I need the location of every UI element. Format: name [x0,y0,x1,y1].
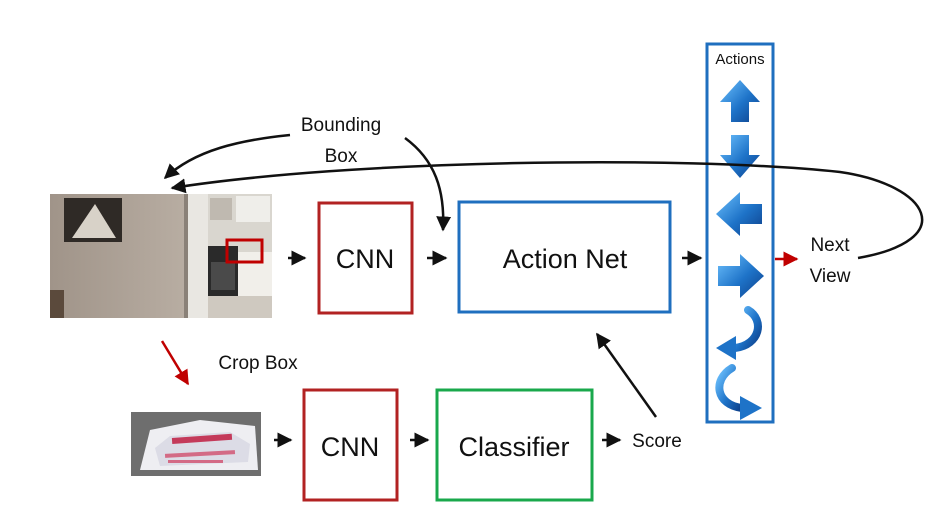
actions-panel [705,42,775,424]
arrow-left-icon [716,192,762,236]
bounding-box-label-line2: Box [325,146,358,167]
action-net-box [457,200,672,314]
arrow-crop [160,340,190,386]
scene-image [50,194,272,318]
crop-image [131,412,261,476]
rotate-clockwise-icon [716,306,762,360]
cnn-top-label: CNN [336,244,395,274]
arrow-up-icon [720,80,760,122]
classifier-box [435,388,594,502]
arrow-boundingbox-to-image [163,133,291,180]
action-net-label: Action Net [503,244,628,274]
bounding-box-overlay [225,238,264,264]
rotate-counterclockwise-icon [715,364,762,420]
cnn-bottom-label: CNN [321,432,380,462]
cnn-top-box [317,201,414,315]
arrow-right-icon [718,254,764,298]
cnn-bottom-box [302,388,399,502]
arrow-boundingbox-to-actionnet [404,136,452,232]
actions-title: Actions [715,51,764,68]
arrow-score-to-actionnet [595,332,658,418]
crop-box-label: Crop Box [218,353,298,374]
next-view-label-line2: View [810,266,851,287]
arrow-down-icon [720,135,760,178]
next-view-label-line1: Next [810,235,850,256]
bounding-box-label-line1: Bounding [301,115,381,136]
classifier-label: Classifier [458,432,569,462]
score-label: Score [632,431,682,452]
arrow-nextview-to-image [170,160,924,260]
